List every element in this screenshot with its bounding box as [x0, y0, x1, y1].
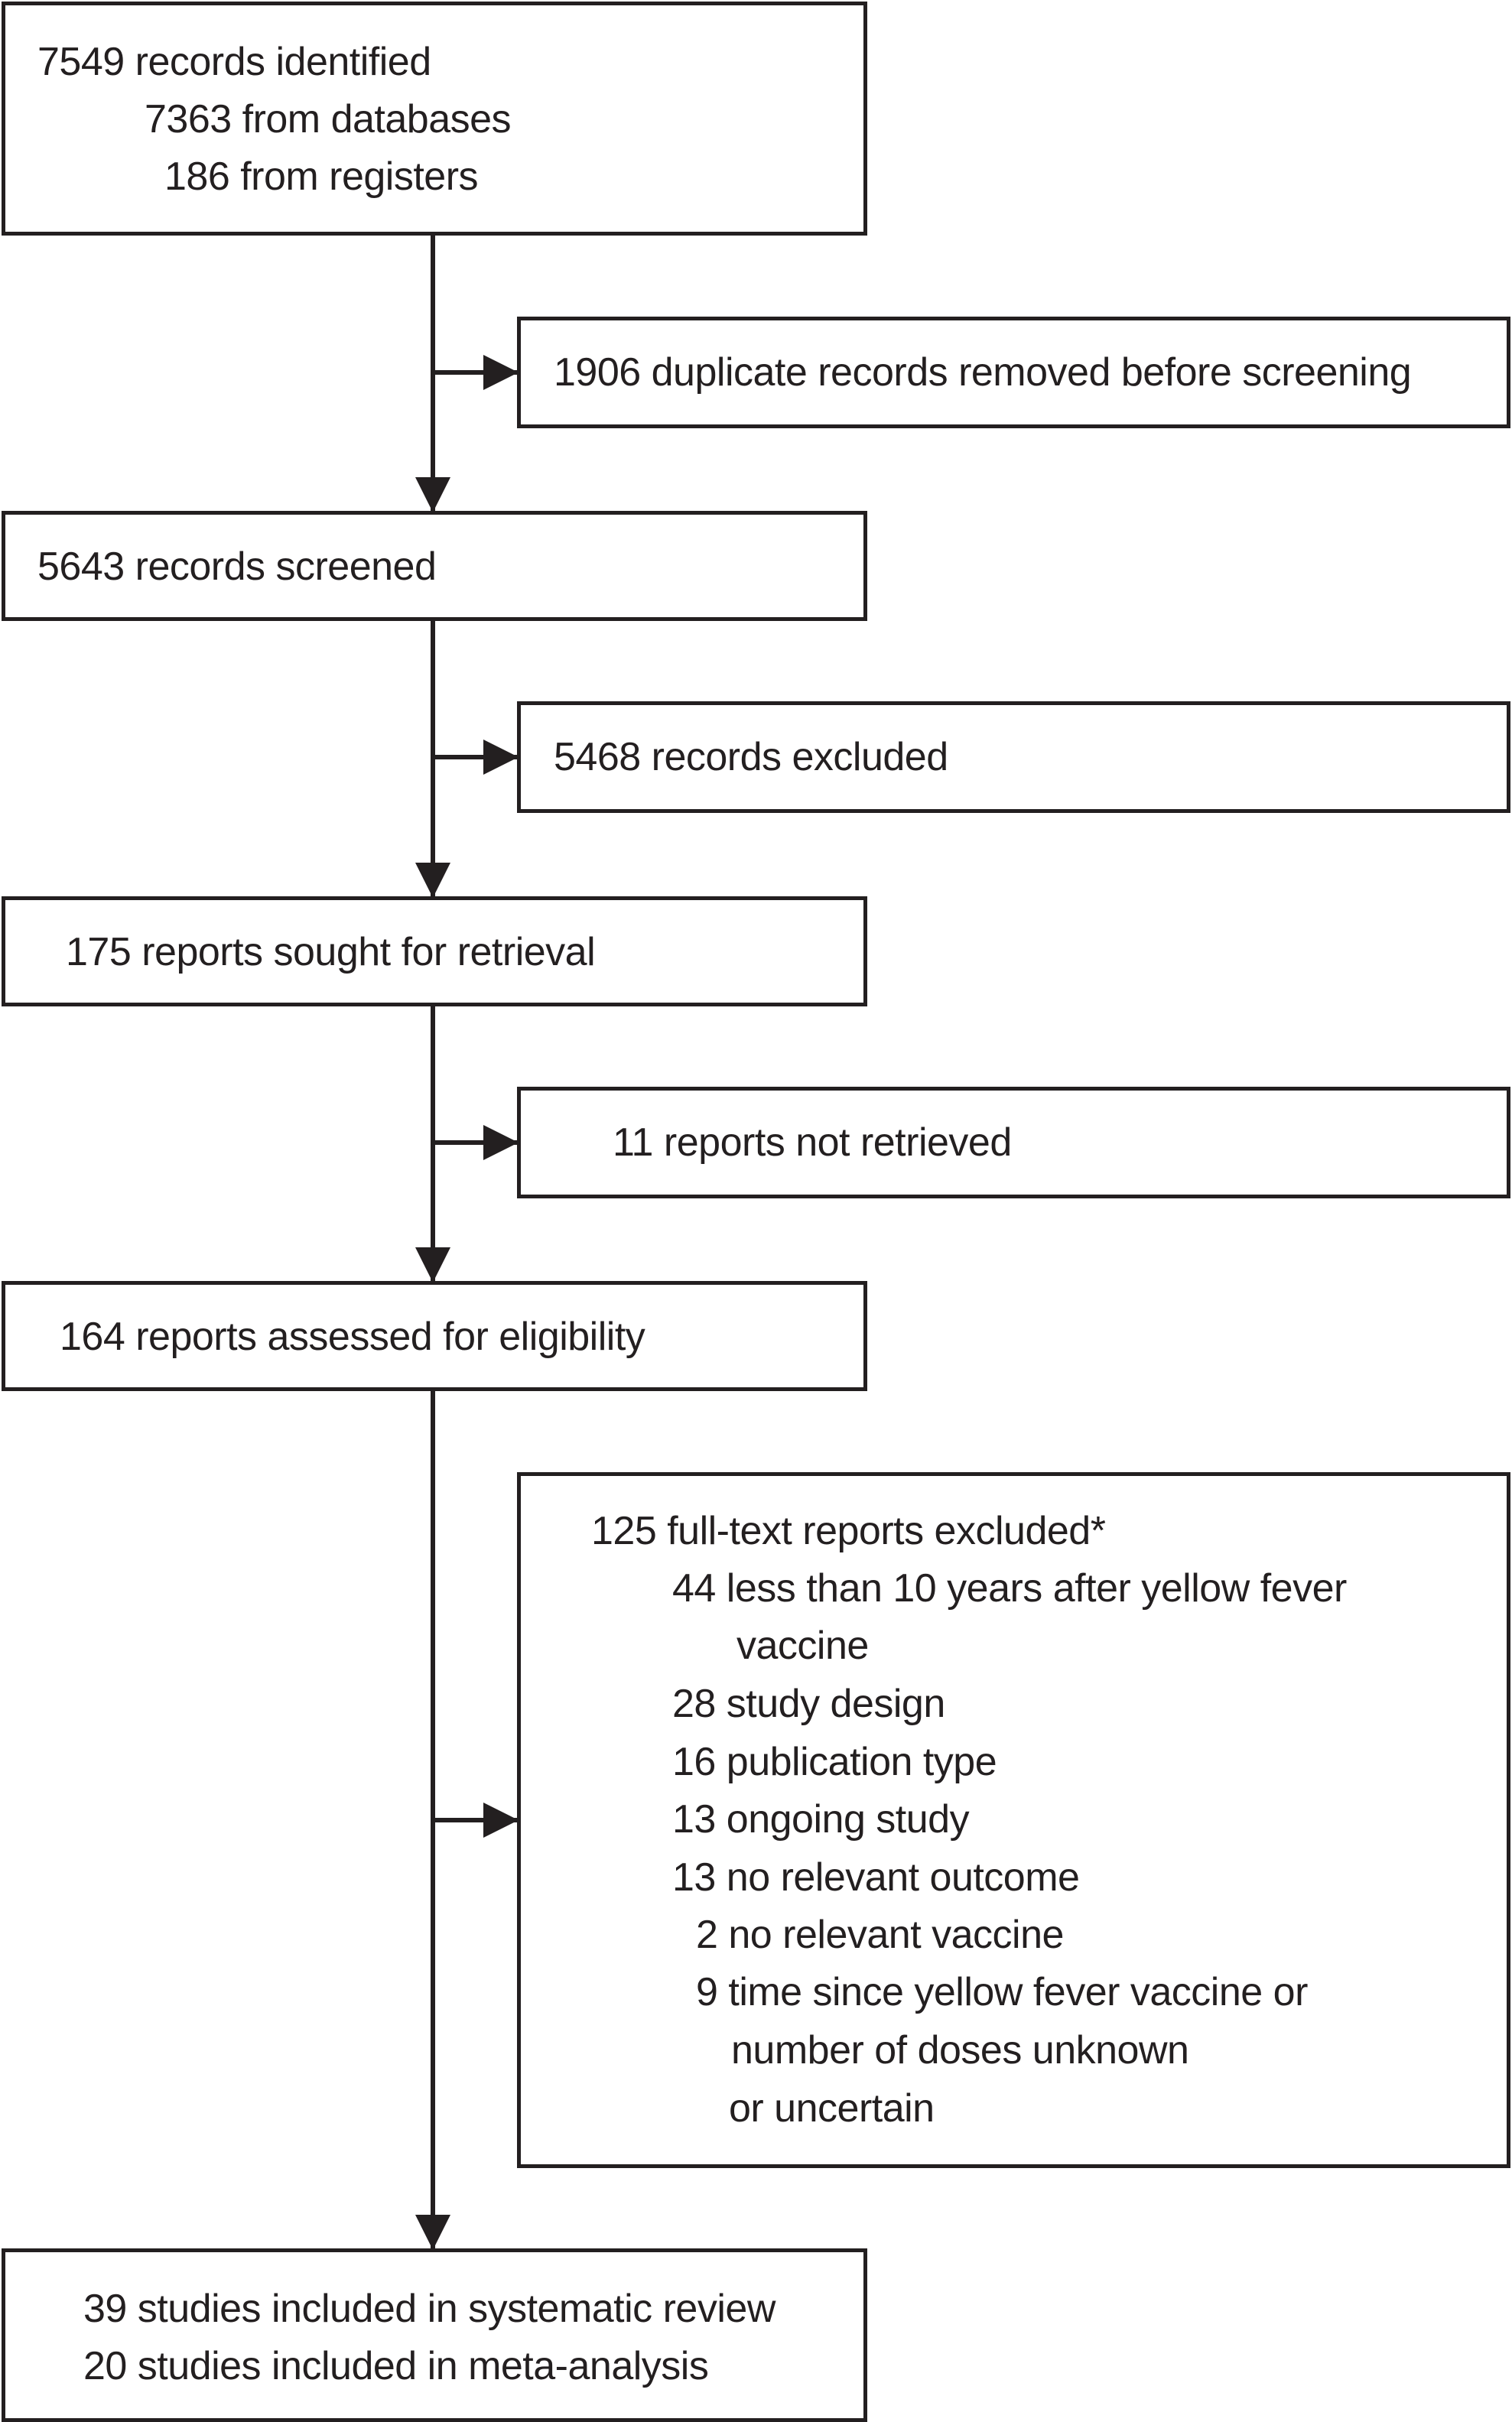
studies-included-meta: 20 studies included in meta-analysis — [83, 2344, 709, 2388]
duplicates-removed-box: 1906 duplicate records removed before sc… — [517, 317, 1510, 428]
fulltext-excluded-box: 125 full-text reports excluded* 44 less … — [517, 1472, 1510, 2168]
records-identified-box: 7549 records identified 7363 from databa… — [2, 2, 867, 236]
exclusion-reason: vaccine — [736, 1624, 869, 1668]
reports-sought-box: 175 reports sought for retrieval — [2, 896, 867, 1006]
records-excluded-box: 5468 records excluded — [517, 701, 1510, 813]
exclusion-reason: number of doses unknown — [731, 2028, 1189, 2073]
studies-included-box: 39 studies included in systematic review… — [2, 2248, 867, 2422]
records-identified-title: 7549 records identified — [37, 40, 431, 84]
fulltext-excluded-title: 125 full-text reports excluded* — [591, 1509, 1106, 1553]
exclusion-reason: 44 less than 10 years after yellow fever — [672, 1566, 1347, 1611]
exclusion-reason: 2 no relevant vaccine — [696, 1913, 1064, 1957]
reports-sought-text: 175 reports sought for retrieval — [66, 930, 596, 974]
exclusion-reason: 13 no relevant outcome — [672, 1855, 1080, 1900]
records-screened-text: 5643 records screened — [37, 545, 437, 589]
exclusion-reason: 13 ongoing study — [672, 1797, 970, 1842]
reports-not-retrieved-text: 11 reports not retrieved — [613, 1120, 1012, 1165]
exclusion-reason: 28 study design — [672, 1682, 945, 1726]
reports-assessed-text: 164 reports assessed for eligibility — [60, 1315, 645, 1359]
studies-included-review: 39 studies included in systematic review — [83, 2287, 776, 2331]
reports-assessed-box: 164 reports assessed for eligibility — [2, 1281, 867, 1391]
records-screened-box: 5643 records screened — [2, 511, 867, 621]
records-from-databases: 7363 from databases — [145, 97, 512, 141]
records-excluded-text: 5468 records excluded — [554, 735, 948, 779]
reports-not-retrieved-box: 11 reports not retrieved — [517, 1087, 1510, 1198]
exclusion-reason: 9 time since yellow fever vaccine or — [696, 1970, 1308, 2014]
duplicates-removed-text: 1906 duplicate records removed before sc… — [554, 350, 1412, 395]
exclusion-reason: 16 publication type — [672, 1740, 997, 1784]
exclusion-reason: or uncertain — [729, 2086, 935, 2131]
records-from-registers: 186 from registers — [164, 154, 479, 199]
